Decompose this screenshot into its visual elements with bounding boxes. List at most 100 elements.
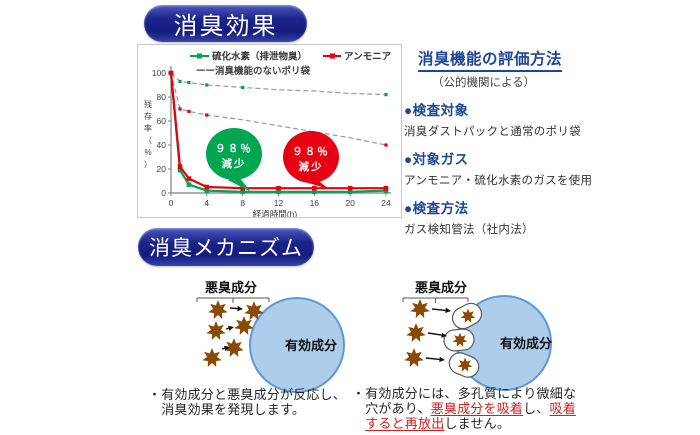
svg-text:悪臭成分: 悪臭成分 [205, 280, 257, 295]
caption-line: ・有効成分には、多孔質により微細な [352, 386, 577, 402]
evaluation-item-heading: ●検査方法 [404, 201, 469, 216]
chart-line [170, 72, 387, 146]
active-ingredient-circle [249, 297, 345, 393]
evaluation-title: 消臭機能の評価方法 [418, 47, 563, 72]
svg-text:0: 0 [169, 198, 174, 208]
data-marker [384, 93, 388, 97]
svg-text:９８％: ９８％ [292, 146, 330, 158]
odor-star-icon [404, 348, 424, 367]
svg-text:アンモニア: アンモニア [344, 52, 392, 63]
evaluation-item-gas: ●対象ガス アンモニア・硫化水素のガスを使用 [404, 148, 696, 188]
caption-text: しません。 [444, 415, 511, 431]
data-marker [187, 81, 191, 85]
adsorbed-star-icon [457, 357, 473, 372]
section-title-mechanism-label: 消臭メカニズム [149, 237, 303, 260]
evaluation-item-heading: ●対象ガス [404, 152, 469, 167]
svg-text:硫化水素（排泄物臭）: 硫化水素（排泄物臭） [212, 51, 307, 63]
caption-line: 穴があり、悪臭成分を吸着し、吸着 [352, 400, 576, 417]
svg-text:有効成分: 有効成分 [285, 338, 337, 353]
evaluation-item-target: ●検査対象 消臭ダストパックと通常のポリ袋 [404, 99, 696, 139]
data-marker [384, 143, 388, 147]
chart-line [169, 72, 386, 190]
svg-text:60: 60 [157, 116, 167, 126]
caption-line: すると再放出しません。 [352, 415, 576, 432]
section-title-effect-label: 消臭効果 [173, 13, 278, 40]
caption-line: ・有効成分と悪臭成分が反応し、 [148, 387, 347, 402]
arrow-icon [445, 307, 451, 313]
caption-emphasis: 吸着 [549, 400, 576, 416]
data-marker [187, 109, 191, 113]
svg-text:12: 12 [274, 198, 284, 208]
svg-text:0: 0 [161, 188, 166, 198]
svg-text:減少: 減少 [222, 157, 247, 170]
svg-text:8: 8 [240, 198, 245, 208]
data-marker [240, 185, 245, 191]
data-marker [276, 189, 281, 195]
caption-text: 穴があり、 [352, 400, 431, 416]
caption-emphasis: 悪臭成分を吸着 [430, 400, 524, 416]
svg-text:残: 残 [144, 99, 152, 109]
evaluation-item-body: 消臭ダストパックと通常のポリ袋 [404, 126, 581, 138]
svg-text:）: ） [144, 160, 152, 169]
mechanism-diagram-reaction: 悪臭成分有効成分 [185, 278, 355, 396]
svg-text:20: 20 [345, 198, 355, 208]
data-marker [186, 182, 192, 187]
data-marker [312, 185, 317, 191]
svg-text:９８％: ９８％ [215, 143, 253, 155]
data-marker [205, 83, 209, 87]
evaluation-item-body: アンモニア・硫化水素のガスを使用 [404, 175, 593, 187]
reduction-balloon [283, 131, 339, 183]
mechanism-left-caption: ・有効成分と悪臭成分が反応し、 消臭効果を発現します。 [148, 387, 347, 418]
evaluation-subtitle: （公的機関による） [432, 77, 536, 89]
caption-emphasis: すると再放出 [365, 415, 445, 431]
svg-text:率: 率 [144, 123, 152, 133]
caption-text: ・有効成分には、多孔質により微細な [352, 386, 577, 401]
data-marker [383, 185, 389, 191]
data-marker [205, 113, 209, 117]
svg-text:4: 4 [204, 198, 209, 208]
evaluation-panel: 消臭機能の評価方法 （公的機関による） ●検査対象 消臭ダストパックと通常のポリ… [404, 47, 696, 237]
adsorbed-star-icon [452, 332, 468, 347]
odor-star-icon [206, 321, 226, 340]
data-marker [204, 188, 210, 193]
data-marker [241, 85, 245, 89]
data-marker [347, 189, 353, 195]
odor-star-icon [224, 338, 244, 357]
svg-text:経過時間(h): 経過時間(h) [253, 209, 298, 217]
odor-star-icon [406, 323, 426, 342]
reduction-balloon [206, 128, 262, 180]
arrow-icon [228, 325, 234, 331]
arrow-icon [441, 332, 447, 338]
evaluation-item-method: ●検査方法 ガス検知管法（社内法） [404, 197, 696, 237]
svg-text:（: （ [144, 136, 152, 145]
odor-star-icon [410, 299, 430, 318]
odor-star-icon [234, 316, 254, 335]
data-marker [347, 185, 353, 191]
evaluation-item-heading: ●検査対象 [404, 103, 469, 118]
data-marker [204, 184, 210, 190]
svg-text:24: 24 [381, 198, 391, 208]
data-marker [276, 185, 281, 191]
svg-text:100: 100 [152, 68, 166, 78]
svg-text:%: % [144, 148, 151, 157]
svg-text:ーー消臭機能のないポリ袋: ーー消臭機能のないポリ袋 [196, 65, 311, 77]
mechanism-diagram-adsorption: 悪臭成分有効成分 [395, 278, 565, 396]
data-marker [186, 176, 192, 181]
data-marker [177, 164, 183, 169]
odor-star-icon [202, 348, 222, 367]
odor-star-icon [208, 300, 228, 319]
arrow-icon [237, 306, 243, 312]
caption-line: 消臭効果を発現します。 [148, 401, 306, 417]
arrow-icon [224, 345, 230, 351]
mechanism-right-caption: ・有効成分には、多孔質により微細な 穴があり、悪臭成分を吸着し、吸着 すると再放… [352, 386, 577, 432]
data-marker [240, 189, 245, 195]
chart-line [169, 72, 387, 193]
data-marker [383, 188, 389, 193]
data-marker [178, 79, 182, 83]
data-marker [168, 70, 174, 76]
svg-text:40: 40 [157, 140, 167, 150]
